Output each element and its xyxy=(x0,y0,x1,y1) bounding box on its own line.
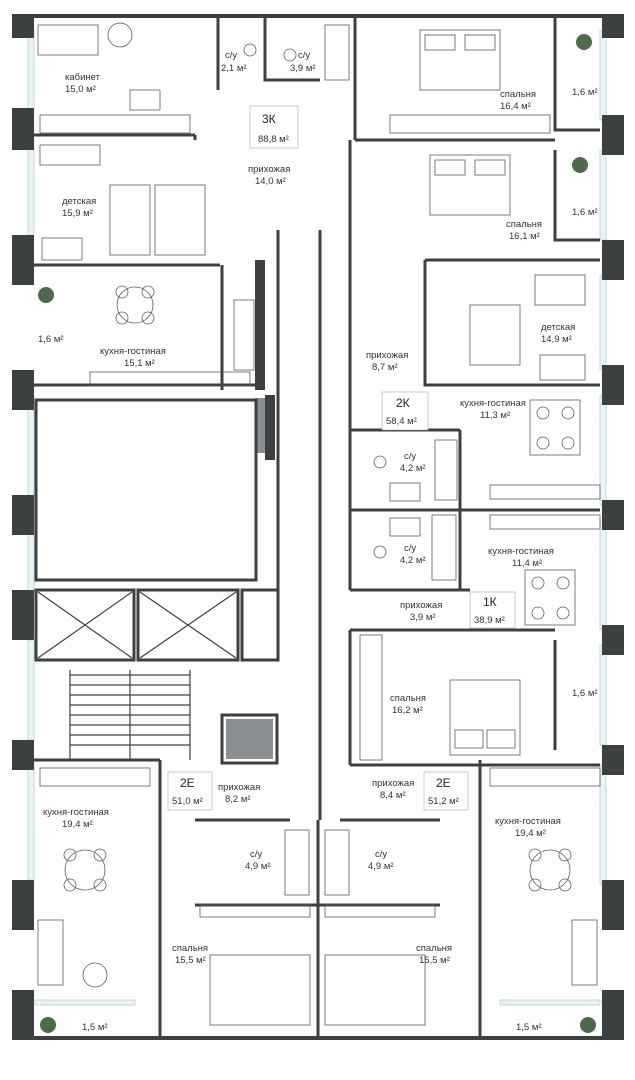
room-name: кухня-гостиная xyxy=(488,546,554,557)
stair-elevator-core xyxy=(34,260,280,765)
room-name: спальня xyxy=(416,943,452,954)
room-area: 16,4 м² xyxy=(500,101,531,112)
apartment-area: 88,8 м² xyxy=(258,134,289,145)
room-area: 14,9 м² xyxy=(541,334,572,345)
room-name: с/у xyxy=(404,451,416,462)
apartment-badge-2e-left: 2Е 51,0 м² xyxy=(167,771,213,811)
room-area: 1,5 м² xyxy=(516,1022,542,1033)
apartment-code: 2Е xyxy=(180,776,195,790)
room-name: кухня-гостиная xyxy=(100,346,166,357)
apartment-code: 3К xyxy=(262,112,276,126)
room-area: 3,9 м² xyxy=(410,612,436,623)
room-name: спальня xyxy=(390,693,426,704)
furniture xyxy=(37,22,601,1026)
room-name: спальня xyxy=(500,89,536,100)
room-area: 4,2 м² xyxy=(400,463,426,474)
room-area: 14,0 м² xyxy=(255,176,286,187)
room-area: 11,4 м² xyxy=(512,558,542,569)
room-area: 16,2 м² xyxy=(392,705,423,716)
room-area: 8,2 м² xyxy=(225,794,251,805)
room-area: 15,1 м² xyxy=(124,358,155,369)
interior-walls xyxy=(34,18,600,1040)
apartment-code: 2К xyxy=(396,396,410,410)
room-name: прихожая xyxy=(218,782,260,793)
room-area: 8,4 м² xyxy=(380,790,406,801)
room-area: 15,0 м² xyxy=(65,84,96,95)
room-name: прихожая xyxy=(366,350,408,361)
room-name: с/у xyxy=(250,849,262,860)
room-name: кухня-гостиная xyxy=(495,816,561,827)
room-name: кабинет xyxy=(65,72,101,83)
room-area: 1,5 м² xyxy=(82,1022,108,1033)
room-area: 19,4 м² xyxy=(62,819,93,830)
room-area: 19,4 м² xyxy=(515,828,546,839)
room-name: прихожая xyxy=(400,600,442,611)
room-area: 1,6 м² xyxy=(572,688,598,699)
room-area: 4,2 м² xyxy=(400,555,426,566)
room-name: спальня xyxy=(506,219,542,230)
apartment-badge-1k: 1К 38,9 м² xyxy=(469,591,516,629)
apartment-badge-3k: 3К 88,8 м² xyxy=(249,105,299,149)
room-area: 15,5 м² xyxy=(175,955,206,966)
room-area: 3,9 м² xyxy=(290,63,316,74)
room-area: 15,5 м² xyxy=(419,955,450,966)
room-labels: кабинет 15,0 м² с/у 2,1 м² с/у 3,9 м² сп… xyxy=(38,50,598,1033)
room-name: детская xyxy=(541,322,575,333)
apartment-code: 2Е xyxy=(436,776,451,790)
room-area: 8,7 м² xyxy=(372,362,398,373)
room-name: с/у xyxy=(298,50,310,61)
room-area: 4,9 м² xyxy=(245,861,271,872)
apartment-badge-2e-right: 2Е 51,2 м² xyxy=(423,771,469,811)
room-name: кухня-гостиная xyxy=(43,807,109,818)
room-name: прихожая xyxy=(372,778,414,789)
balcony-plants xyxy=(38,34,596,1033)
room-area: 16,1 м² xyxy=(509,231,540,242)
room-area: 2,1 м² xyxy=(221,63,247,74)
room-name: спальня xyxy=(172,943,208,954)
room-area: 11,3 м² xyxy=(480,410,510,421)
apartment-area: 51,0 м² xyxy=(172,796,203,807)
apartment-area: 51,2 м² xyxy=(428,796,459,807)
room-name: с/у xyxy=(225,50,237,61)
room-area: 1,6 м² xyxy=(572,87,598,98)
apartment-badge-2k: 2К 58,4 м² xyxy=(381,391,429,431)
room-name: кухня-гостиная xyxy=(460,398,526,409)
room-area: 4,9 м² xyxy=(368,861,394,872)
apartment-area: 58,4 м² xyxy=(386,416,417,427)
room-name: с/у xyxy=(375,849,387,860)
room-name: детская xyxy=(62,196,96,207)
room-name: прихожая xyxy=(248,164,290,175)
room-area: 15,9 м² xyxy=(62,208,93,219)
room-name: с/у xyxy=(404,543,416,554)
apartment-code: 1К xyxy=(483,595,497,609)
room-area: 1,6 м² xyxy=(572,207,598,218)
room-area: 1,6 м² xyxy=(38,334,64,345)
apartment-area: 38,9 м² xyxy=(474,615,505,626)
